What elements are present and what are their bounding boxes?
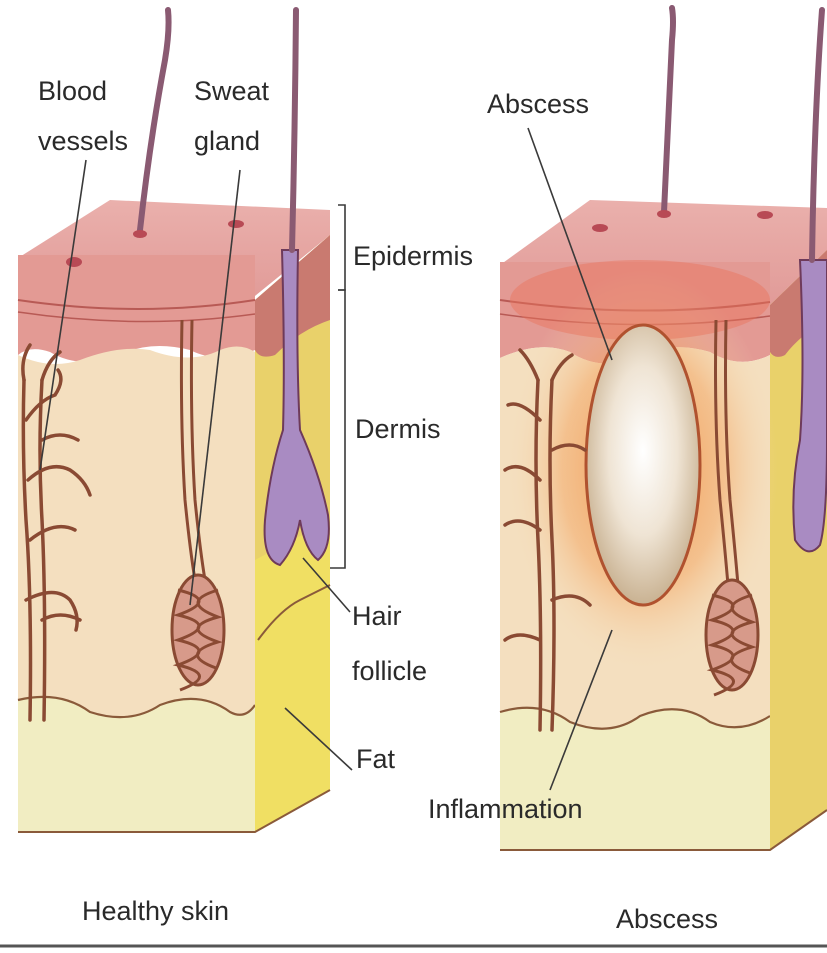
- healthy-fat-layer: [18, 697, 255, 832]
- label-hair-follicle-line2: follicle: [352, 656, 427, 686]
- label-epidermis: Epidermis: [353, 241, 473, 271]
- label-dermis: Dermis: [355, 414, 441, 444]
- label-abscess-pointer: Abscess: [487, 89, 589, 119]
- abscess-skin-block: [500, 8, 827, 850]
- label-fat: Fat: [356, 744, 396, 774]
- dermis-bracket: [330, 290, 345, 568]
- caption-healthy-skin: Healthy skin: [82, 896, 229, 926]
- caption-abscess: Abscess: [616, 904, 718, 934]
- epidermis-bracket: [338, 205, 345, 290]
- abscess-pocket: [586, 325, 700, 605]
- label-blood-vessels-line2: vessels: [38, 126, 128, 156]
- label-sweat-gland-line1: Sweat: [194, 76, 270, 106]
- label-inflammation: Inflammation: [428, 794, 583, 824]
- label-hair-follicle-line1: Hair: [352, 601, 402, 631]
- label-blood-vessels-line1: Blood: [38, 76, 107, 106]
- label-sweat-gland-line2: gland: [194, 126, 260, 156]
